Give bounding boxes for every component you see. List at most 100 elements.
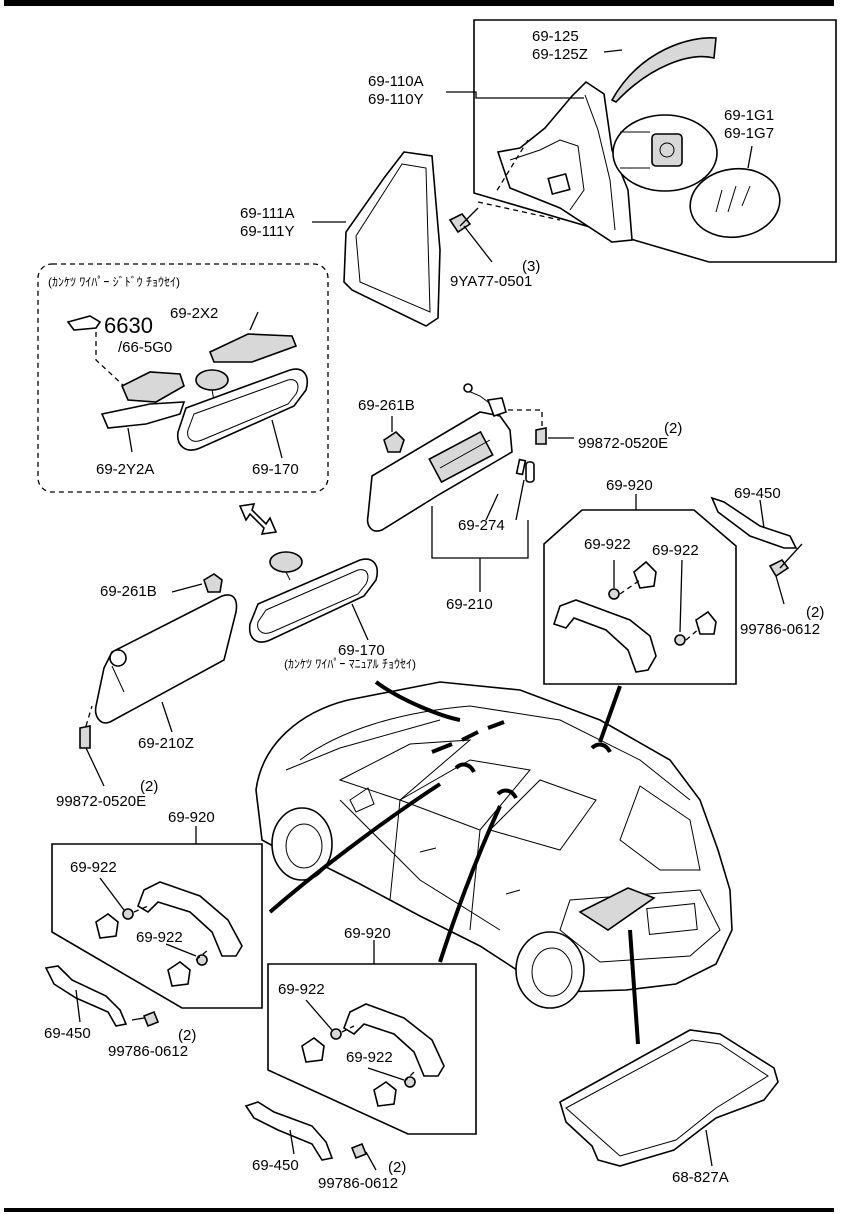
bracket-screw-left-icon (142, 1010, 160, 1028)
bracket-left-group (44, 965, 160, 1028)
mirror-screw-icon (448, 212, 472, 234)
bracket-center-group (244, 1101, 377, 1171)
handle-mark-3 (590, 742, 612, 754)
manual-mirror-mount (269, 551, 303, 573)
auto-mirror-option-box (37, 263, 329, 493)
callout-line-left-handle (268, 782, 442, 914)
assist-handle-left-box (51, 843, 263, 1009)
rearview-mirror-manual[interactable] (248, 558, 378, 643)
mirror-mount (195, 369, 229, 391)
callout-line-mirror (374, 680, 461, 722)
visor-screw-right-qty: (2) (664, 420, 682, 437)
mirror-cover-upper[interactable] (208, 333, 298, 363)
bracket-screw-front-right-qty: (2) (806, 604, 824, 621)
door-mirror-group (446, 19, 837, 263)
sun-visor-left[interactable] (94, 594, 238, 724)
auto-mirror-option-note: (ｶﾝｹﾂ ﾜｲﾊﾟｰ ｼﾞﾄﾞｳ ﾁｮｳｾｲ) (48, 275, 180, 289)
assist-cap-left-2-label: 69-922 (136, 929, 183, 946)
rearview-mirror-auto-label: 69-170 (252, 461, 299, 478)
visor-screw-right-label: 99872-0520E (578, 435, 668, 452)
trunk-board-label: 68-827A (672, 1169, 729, 1186)
callout-line-front-handle (598, 685, 622, 743)
visor-screw-left-label: 99872-0520E (56, 793, 146, 810)
door-mirror-housing[interactable] (496, 80, 633, 243)
rearview-mirror-manual-group (248, 551, 378, 643)
assist-handle-center-label: 69-920 (344, 925, 391, 942)
door-mirror-label-2: 69-110Y (368, 91, 424, 108)
visor-clip-left[interactable] (203, 573, 223, 593)
bottom-rule (4, 1208, 834, 1212)
assist-cap-center-1-label: 69-922 (278, 981, 325, 998)
callout-line-center-handle (438, 805, 502, 963)
mirror-cover-lower[interactable] (100, 401, 186, 429)
visor-clip-right[interactable] (383, 430, 405, 453)
assist-handle-center-box (267, 963, 477, 1135)
assist-handle-center-group (267, 940, 477, 1135)
auto-mirror-group (66, 311, 308, 459)
assist-cap-front-1[interactable] (633, 560, 657, 589)
trunk-board-group (559, 1029, 779, 1167)
mirror-screw-label: 9YA77-0501 (450, 273, 532, 290)
bracket-front-right[interactable] (710, 496, 798, 549)
trunk-board[interactable] (559, 1029, 779, 1167)
bracket-left[interactable] (44, 965, 128, 1027)
assist-cap-center-1[interactable] (301, 1037, 325, 1063)
assist-cap-left-2[interactable] (167, 961, 191, 987)
mirror-screw-qty: (3) (522, 258, 540, 275)
assist-handle-front-box (543, 509, 737, 685)
assist-handle-left-label: 69-920 (168, 809, 215, 826)
assist-cap-center-2-label: 69-922 (346, 1049, 393, 1066)
visor-screw-left-qty: (2) (140, 778, 158, 795)
door-mirror-box (473, 19, 837, 263)
auto-mirror-ref-sub: /66-5G0 (118, 339, 172, 356)
mirror-cover[interactable] (610, 37, 717, 103)
top-rule (4, 0, 834, 6)
callout-line-trunk (628, 929, 640, 1045)
sun-visor-left-label: 69-210Z (138, 735, 194, 752)
assist-handle-front[interactable] (552, 599, 657, 673)
interchange-arrow-icon (238, 503, 278, 535)
mirror-glass[interactable] (686, 163, 785, 243)
bracket-screw-center-qty: (2) (388, 1159, 406, 1176)
assist-handle-front-group (543, 494, 737, 685)
mirror-garnish[interactable] (343, 151, 441, 327)
mirror-garnish-label-2: 69-111Y (240, 223, 295, 240)
sun-visor-left-group (79, 573, 238, 787)
mirror-garnish-label-1: 69-111A (240, 205, 295, 222)
rearview-mirror-manual-label: 69-170 (338, 642, 385, 659)
assist-handle-left[interactable] (137, 881, 243, 957)
visor-screw-left-icon (79, 725, 91, 749)
handle-mark-2 (496, 788, 518, 800)
mirror-cover-label-1: 69-125 (532, 28, 579, 45)
bracket-screw-left-qty: (2) (178, 1027, 196, 1044)
bracket-screw-left-label: 99786-0612 (108, 1043, 188, 1060)
rearview-mirror-auto[interactable] (176, 368, 308, 451)
bracket-center[interactable] (244, 1101, 334, 1161)
manual-mirror-note: (ｶﾝｹﾂ ﾜｲﾊﾟｰ ﾏﾆｭｱﾙ ﾁｮｳｾｲ) (284, 657, 416, 671)
mirror-cover-label-2: 69-125Z (532, 46, 588, 63)
sun-visor-right-group (366, 383, 574, 592)
assist-handle-center[interactable] (343, 1003, 445, 1077)
mirror-cover-lower-label: 69-2Y2A (96, 461, 154, 478)
handle-mark-1 (454, 762, 476, 774)
assist-cap-center-2[interactable] (373, 1081, 397, 1107)
mirror-sensor-module (120, 371, 185, 403)
vanity-mirror-label: 69-274 (458, 517, 505, 534)
assist-cap-front-2[interactable] (695, 610, 717, 635)
vanity-mirror[interactable] (428, 430, 494, 484)
hand-pointer-icon (66, 315, 102, 331)
bracket-left-label: 69-450 (44, 1025, 91, 1042)
bracket-screw-front-right-label: 99786-0612 (740, 621, 820, 638)
rear-wheel (515, 931, 585, 1009)
bracket-front-right-label: 69-450 (734, 485, 781, 502)
assist-handle-left-group (51, 826, 263, 1009)
visor-clip-left-label: 69-261B (100, 583, 157, 600)
mirror-cover-upper-label: 69-2X2 (170, 305, 218, 322)
assist-handle-front-label: 69-920 (606, 477, 653, 494)
assist-cap-left-1[interactable] (95, 913, 119, 939)
car-body (255, 681, 733, 1009)
bracket-screw-center-icon (350, 1142, 368, 1160)
auto-mirror-ref-main: 6630 (104, 313, 153, 338)
bracket-center-label: 69-450 (252, 1157, 299, 1174)
